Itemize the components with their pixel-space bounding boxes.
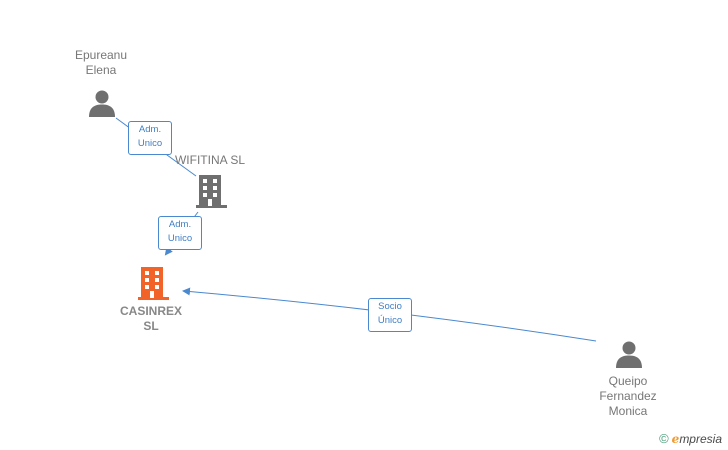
company-label-casinrex[interactable]: CASINREX SL: [119, 304, 182, 333]
person-icon[interactable]: [614, 339, 644, 374]
building-icon-focus[interactable]: [137, 265, 171, 306]
person-label-queipo[interactable]: Queipo Fernandez Monica: [599, 374, 657, 418]
company-label-wifitina[interactable]: WIFITINA SL: [174, 153, 245, 167]
empresia-watermark: ©empresia: [659, 431, 722, 446]
person-icon[interactable]: [87, 88, 117, 123]
edge-label-adm-unico[interactable]: Adm. Unico: [158, 216, 202, 250]
brand-name: mpresia: [679, 432, 722, 446]
brand-initial: e: [671, 432, 680, 446]
person-label-epureanu[interactable]: Epureanu Elena: [74, 48, 128, 77]
edge-label-adm-unico[interactable]: Adm. Unico: [128, 121, 172, 155]
copyright-icon: ©: [659, 431, 669, 446]
edge-label-socio-unico[interactable]: Socio Único: [368, 298, 412, 332]
building-icon[interactable]: [195, 173, 229, 214]
